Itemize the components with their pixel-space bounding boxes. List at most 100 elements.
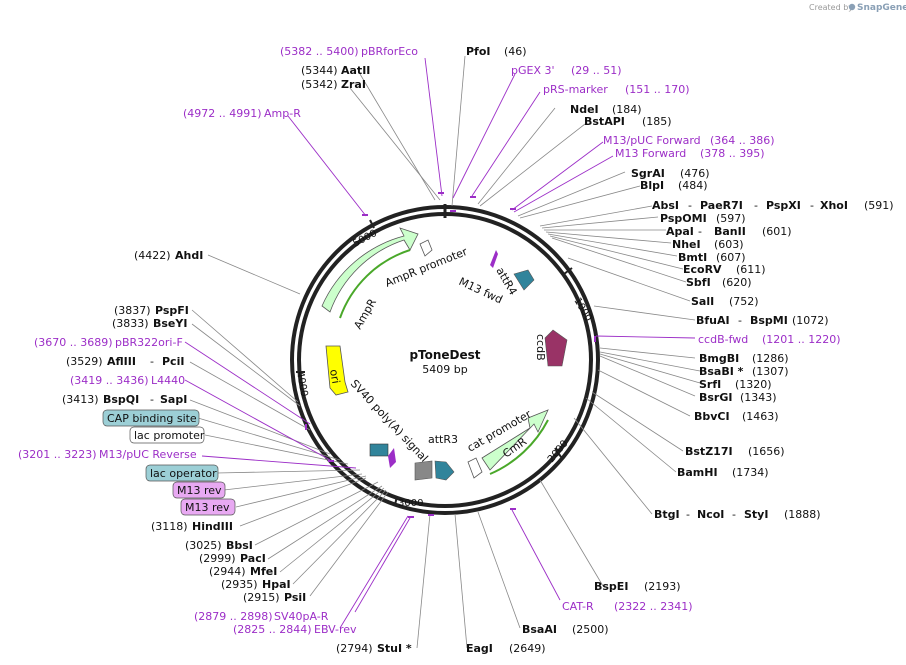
site-eagi-pos: (2649): [509, 642, 546, 655]
lac-operator-box[interactable]: [145, 464, 219, 482]
lac-promoter-box[interactable]: [129, 426, 205, 444]
primer-m13fwd-name[interactable]: M13 Forward: [615, 147, 686, 160]
site-bsabi-name[interactable]: BsaBI *: [699, 365, 744, 378]
ccdb-arrow: [544, 329, 568, 367]
site-absi-name[interactable]: AbsI: [652, 199, 679, 212]
site-hpai-name[interactable]: HpaI: [262, 578, 291, 591]
primer-pbrforeco-name[interactable]: pBRforEco: [361, 45, 418, 58]
site-bamhi-name[interactable]: BamHI: [677, 466, 718, 479]
svg-text:-: -: [150, 393, 154, 406]
boxed-labels: CAP binding site lac promoter lac operat…: [102, 409, 236, 516]
m13-rev-box-1[interactable]: [172, 481, 226, 499]
primer-m13pucfwd-name[interactable]: M13/pUC Forward: [603, 134, 701, 147]
primer-l4440-name[interactable]: L4440: [151, 374, 185, 387]
site-nhei-name[interactable]: NheI: [672, 238, 701, 251]
site-sali-name[interactable]: SalI: [691, 295, 714, 308]
m13-rev-label-2: M13 rev: [185, 501, 230, 514]
credit-brand[interactable]: SnapGene: [857, 3, 906, 13]
site-bstz17i-name[interactable]: BstZ17I: [685, 445, 733, 458]
primer-catr-name[interactable]: CAT-R: [562, 600, 594, 613]
site-bmgbi-name[interactable]: BmgBI: [699, 352, 739, 365]
site-btgi-name[interactable]: BtgI: [654, 508, 680, 521]
ampr-strand-line: [339, 249, 411, 319]
primer-sv40par-name[interactable]: SV40pA-R: [274, 610, 329, 623]
site-ahdi-name[interactable]: AhdI: [175, 249, 203, 262]
site-bsaai-name[interactable]: BsaAI: [522, 623, 557, 636]
site-ecorv-name[interactable]: EcoRV: [683, 263, 722, 276]
site-pspomi-name[interactable]: PspOMI: [660, 212, 707, 225]
site-pcii-name[interactable]: PciI: [162, 355, 184, 368]
site-bsrgi-name[interactable]: BsrGI: [699, 391, 732, 404]
primer-pgex3-name[interactable]: pGEX 3': [511, 64, 555, 77]
ori-label: ori: [327, 368, 342, 384]
site-sgrai-name[interactable]: SgrAI: [631, 167, 665, 180]
site-bsaai-pos: (2500): [572, 623, 609, 636]
m13-rev-box-2[interactable]: [180, 498, 236, 516]
site-bseyi-name[interactable]: BseYI: [153, 317, 187, 330]
primer-pbr322ori-name[interactable]: pBR322ori-F: [115, 336, 183, 349]
primer-prsmarker-name[interactable]: pRS-marker: [543, 83, 608, 96]
site-bspqi-name[interactable]: BspQI: [103, 393, 139, 406]
site-hindiii-name[interactable]: HindIII: [192, 520, 233, 533]
site-styi-name[interactable]: StyI: [744, 508, 768, 521]
site-bbvci-name[interactable]: BbvCI: [694, 410, 730, 423]
primer-ampr-name[interactable]: Amp-R: [264, 107, 301, 120]
site-psii-name[interactable]: PsiI: [284, 591, 306, 604]
site-ndei-name[interactable]: NdeI: [570, 103, 599, 116]
primer-m13pucrev-name[interactable]: M13/pUC Reverse: [99, 448, 197, 461]
primer-labels: (5382 .. 5400) pBRforEco pGEX 3' (29 .. …: [18, 45, 841, 636]
ampr-label: AmpR: [351, 296, 379, 331]
site-banii-pos: (601): [762, 225, 792, 238]
site-aatii-pos: (5344): [301, 64, 338, 77]
tick-2000: [554, 447, 562, 458]
site-bbsi-name[interactable]: BbsI: [226, 539, 253, 552]
attr4-arrow: [513, 269, 535, 291]
primer-m13pucrev-pos: (3201 .. 3223): [18, 448, 97, 461]
cap-binding-site-box[interactable]: [102, 409, 200, 427]
site-bbvci-pos: (1463): [742, 410, 779, 423]
site-srfi-name[interactable]: SrfI: [699, 378, 721, 391]
site-zrai-name[interactable]: ZraI: [341, 78, 366, 91]
site-afliii-name[interactable]: AflIII: [107, 355, 136, 368]
svg-text:-: -: [150, 355, 154, 368]
site-bspei-name[interactable]: BspEI: [594, 580, 628, 593]
site-pspxi-name[interactable]: PspXI: [766, 199, 801, 212]
site-mfei-name[interactable]: MfeI: [250, 565, 277, 578]
site-sapi-name[interactable]: SapI: [160, 393, 187, 406]
m13-rev-label-1: M13 rev: [177, 484, 222, 497]
site-paci-name[interactable]: PacI: [240, 552, 266, 565]
credit-prefix: Created by: [809, 3, 853, 12]
site-banii-name[interactable]: BanII: [714, 225, 746, 238]
ampr-arrow: [321, 227, 419, 313]
site-pfoi-name[interactable]: PfoI: [466, 45, 491, 58]
primer-m13fwd-pos: (378 .. 395): [700, 147, 765, 160]
site-sbfi-pos: (620): [722, 276, 752, 289]
primer-ebvrev-name[interactable]: EBV-rev: [314, 623, 357, 636]
primer-prsmarker-pos: (151 .. 170): [625, 83, 690, 96]
site-paer7i-name[interactable]: PaeR7I: [700, 199, 743, 212]
site-srfi-pos: (1320): [735, 378, 772, 391]
site-xhoi-name[interactable]: XhoI: [820, 199, 848, 212]
site-bspmi-name[interactable]: BspMI: [750, 314, 788, 327]
site-xhoi-pos: (591): [864, 199, 894, 212]
plasmid-name: pToneDest: [409, 348, 480, 362]
primer-ccdbfwd-name[interactable]: ccdB-fwd: [698, 333, 748, 346]
site-bfuai-name[interactable]: BfuAI: [696, 314, 730, 327]
primer-ccdbfwd-pos: (1201 .. 1220): [762, 333, 841, 346]
site-blpi-name[interactable]: BlpI: [640, 179, 664, 192]
site-eagi-name[interactable]: EagI: [466, 642, 493, 655]
site-aatii-name[interactable]: AatII: [341, 64, 370, 77]
site-bmgbi-pos: (1286): [752, 352, 789, 365]
primer-pbr322ori-pos: (3670 .. 3689): [34, 336, 113, 349]
site-ncoi-name[interactable]: NcoI: [697, 508, 724, 521]
svg-text:-: -: [738, 314, 742, 327]
site-apai-name[interactable]: ApaI: [666, 225, 694, 238]
site-sbfi-name[interactable]: SbfI: [686, 276, 711, 289]
site-bstapi-name[interactable]: BstAPI: [584, 115, 625, 128]
site-bmti-name[interactable]: BmtI: [678, 251, 707, 264]
site-stui-name[interactable]: StuI *: [377, 642, 412, 655]
site-pspfi-name[interactable]: PspFI: [155, 304, 189, 317]
site-labels: PfoI (46) (5344) AatII (5342) ZraI NdeI …: [62, 45, 894, 655]
site-bsrgi-pos: (1343): [740, 391, 777, 404]
m13-rev-primer-mark: [388, 448, 396, 468]
